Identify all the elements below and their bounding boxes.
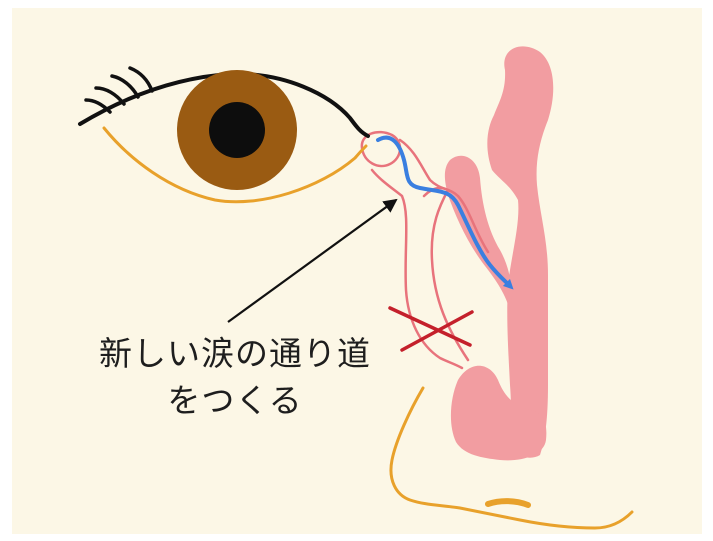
caption: 新しい涙の通り道 をつくる	[70, 330, 400, 424]
pointer-arrow	[228, 200, 396, 322]
blocked-duct-x-mark	[390, 308, 472, 350]
nose-base-mark	[488, 501, 528, 505]
caption-line-1: 新しい涙の通り道	[70, 330, 400, 377]
pupil	[209, 102, 265, 158]
nasal-cavity	[445, 46, 553, 460]
caption-line-2: をつくる	[70, 377, 400, 424]
eye	[80, 68, 368, 202]
